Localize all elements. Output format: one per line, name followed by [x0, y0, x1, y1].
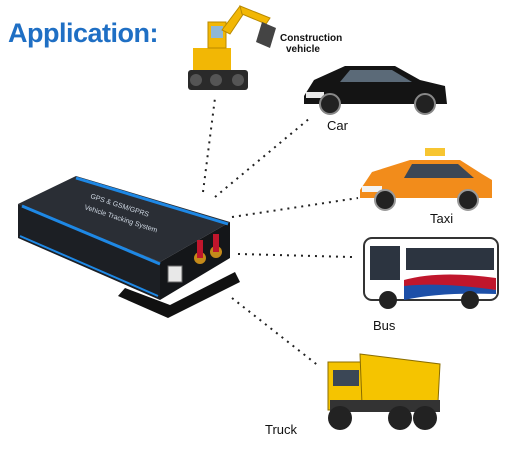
label-construction-vehicle: Construction vehicle: [280, 33, 342, 55]
taxi-image: [360, 148, 492, 211]
label-construction-line2: vehicle: [286, 44, 320, 55]
label-truck: Truck: [265, 422, 298, 437]
label-taxi: Taxi: [430, 211, 454, 226]
gps-tracker-device: GPS & GSM/GPRS Vehicle Tracking System: [18, 176, 240, 318]
line-car: [214, 117, 311, 198]
label-bus: Bus: [373, 318, 396, 333]
label-construction-line1: Construction: [280, 33, 343, 44]
page-title: Application:: [8, 18, 159, 48]
line-truck: [231, 297, 321, 368]
label-car: Car: [327, 118, 348, 133]
truck-image: [327, 353, 441, 430]
excavator-image: [188, 5, 276, 90]
car-image: [304, 66, 447, 115]
line-taxi: [231, 197, 359, 218]
bus-image: [363, 237, 499, 309]
line-construction: [202, 97, 216, 193]
connection-lines: [202, 97, 359, 368]
line-bus: [237, 253, 353, 258]
